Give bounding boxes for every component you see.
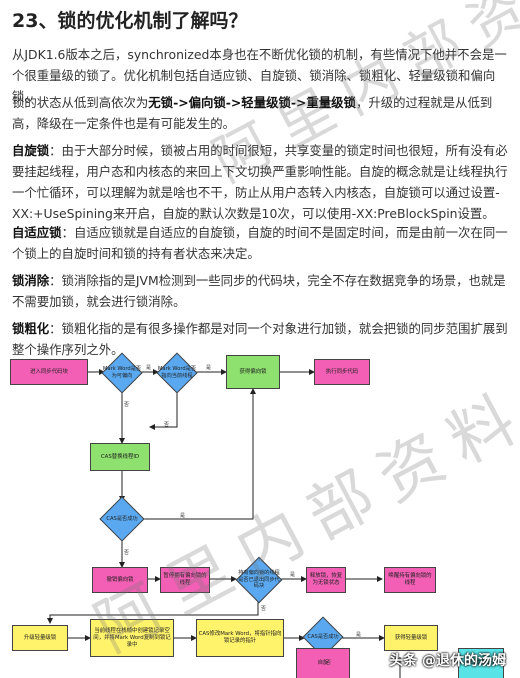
paragraph-lock-coarsening: 锁粗化：锁粗化指的是有很多操作都是对同一个对象进行加锁，就会把锁的同步范围扩展到… <box>12 318 508 360</box>
paragraph-spin-lock: 自旋锁：由于大部分时候，锁被占用的时间很短，共享变量的锁定时间也很短，所有没有必… <box>12 140 508 224</box>
paragraph-intro: 从JDK1.6版本之后，synchronized本身也在不断优化锁的机制，有些情… <box>12 47 507 104</box>
decision-mark-word-biasable: Mark Word是否为可偏向 <box>101 352 143 394</box>
brand-watermark: 头条 @退休的汤姆 <box>389 653 506 669</box>
spin-lock-body: ：由于大部分时候，锁被占用的时间很短，共享变量的锁定时间也很短，所有没有必要挂起… <box>12 143 508 221</box>
decision-cas-success-1: CAS是否成功 <box>99 496 145 542</box>
node-spin: 自旋 <box>296 648 350 678</box>
node-cas-replace-thread-id: CAS替换线程ID <box>90 443 150 471</box>
lock-states-tail: ，升级的过程就是从低到高，降级在一定条件也是有可能发生的。 <box>12 95 493 131</box>
flowchart-connectors <box>47 369 401 678</box>
node-release-to-unlocked: 释放锁，恢复为无锁状态 <box>306 567 346 593</box>
node-upgrade-heavyweight: 升级重量级锁 <box>458 648 504 678</box>
decision-cas-success-2: CAS是否成功 <box>302 616 344 658</box>
paragraph-lock-elimination: 锁消除：锁消除指的是JVM检测到一些同步的代码块，完全不存在数据竞争的场景，也就… <box>12 270 508 312</box>
node-get-lightweight-lock: 获得轻量级锁 <box>384 625 438 651</box>
edge-label-no-5: 否 <box>326 660 332 666</box>
lock-states-order: 无锁->偏向锁->轻量级锁->重量级锁 <box>148 95 356 110</box>
node-cas-modify-mark-word: CAS修改Mark Word，将指针指向锁记录的指针 <box>196 619 284 657</box>
adaptive-lock-body: ：自适应锁就是自适应的自旋锁，自旋的时间不是固定时间，而是由前一次在同一个锁上的… <box>12 225 508 261</box>
spin-lock-term: 自旋锁 <box>12 143 50 158</box>
edge-label-yes-5: 是 <box>356 632 362 638</box>
edge-label-yes-4: 是 <box>290 572 296 578</box>
lock-coarsening-term: 锁粗化 <box>12 321 50 336</box>
node-wake-bias-holder: 唤醒持有偏向锁的线程 <box>384 567 436 593</box>
node-create-lock-record: 当前线程在栈帧中创建锁记录空间，并将Mark Word复制到锁记录中 <box>90 619 174 657</box>
node-pause-bias-holder: 暂停拥有偏向锁的线程 <box>160 567 210 593</box>
edge-label-yes-1: 是 <box>146 365 152 371</box>
node-get-biased-lock: 获得偏向锁 <box>226 355 280 389</box>
lock-states-lead: 锁的状态从低到高依次为 <box>12 95 149 110</box>
lock-coarsening-body: ：锁粗化指的是有很多操作都是对同一个对象进行加锁，就会把锁的同步范围扩展到整个操… <box>12 321 508 357</box>
node-revoke-biased-lock: 撤销偏向锁 <box>92 567 148 593</box>
edge-label-no-1: 否 <box>124 402 130 408</box>
article-title: 23、锁的优化机制了解吗？ <box>12 10 248 32</box>
edge-label-no-2: 否 <box>164 422 170 428</box>
node-enter-sync-block: 进入同步代码块 <box>10 359 88 385</box>
paragraph-adaptive-lock: 自适应锁：自适应锁就是自适应的自旋锁，自旋的时间不是固定时间，而是由前一次在同一… <box>12 222 508 264</box>
edge-label-no-3: 否 <box>124 550 130 556</box>
decision-mark-word-current-thread: Mark Word是否指向当前线程 <box>156 352 198 394</box>
adaptive-lock-term: 自适应锁 <box>12 225 62 240</box>
lock-elimination-body: ：锁消除指的是JVM检测到一些同步的代码块，完全不存在数据竞争的场景，也就是不需… <box>12 273 506 309</box>
edge-label-no-4: 否 <box>261 606 267 612</box>
lock-upgrade-flowchart: 进入同步代码块 Mark Word是否为可偏向 Mark Word是否指向当前线… <box>0 347 520 678</box>
paragraph-lock-states: 锁的状态从低到高依次为无锁->偏向锁->轻量级锁->重量级锁，升级的过程就是从低… <box>12 92 508 134</box>
lock-elimination-term: 锁消除 <box>12 273 50 288</box>
decision-holder-exited: 持有偏向锁的线程是否已退出同步代码块 <box>235 556 283 604</box>
edge-label-yes-2: 是 <box>206 365 212 371</box>
edge-label-yes-3: 是 <box>180 513 186 519</box>
node-upgrade-lightweight: 升级轻量级锁 <box>12 625 68 651</box>
node-execute-sync-code: 执行同步代码 <box>314 359 370 385</box>
